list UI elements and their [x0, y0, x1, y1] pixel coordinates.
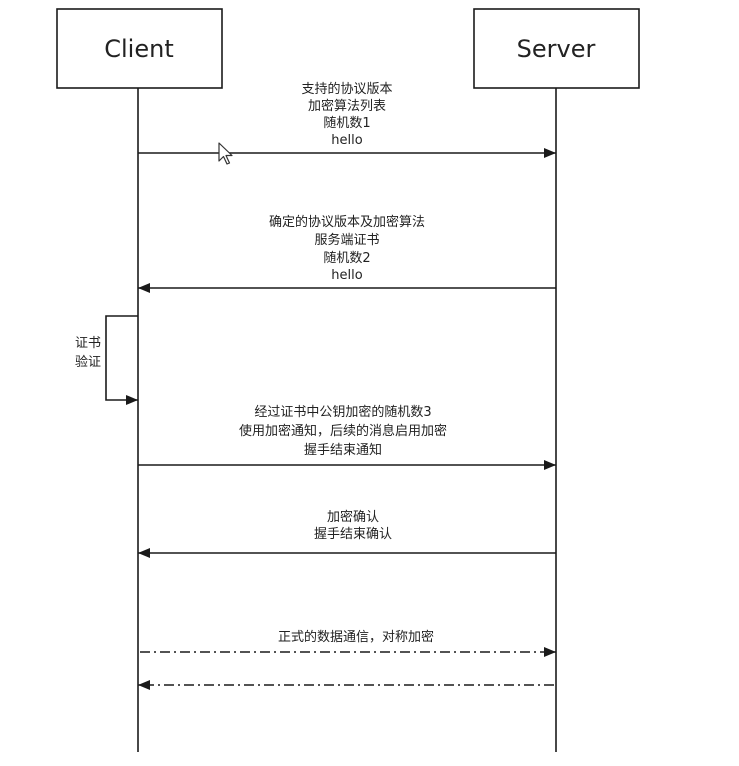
message-text-line: 随机数1: [323, 116, 370, 131]
self-loop-text-line: 证书: [75, 336, 101, 351]
message-text-line: hello: [331, 133, 362, 148]
message-client-hello: 支持的协议版本 加密算法列表 随机数1 hello: [138, 81, 556, 158]
message-text-line: 正式的数据通信，对称加密: [278, 629, 434, 645]
server-box: [473, 8, 640, 89]
message-text-line: hello: [331, 268, 362, 283]
message-text-line: 加密确认: [327, 509, 379, 525]
mouse-pointer-icon: [218, 142, 233, 165]
message-data-communication: 正式的数据通信，对称加密: [140, 629, 556, 657]
server-label: Server: [517, 35, 596, 63]
client-label: Client: [104, 35, 173, 63]
message-text-line: 经过证书中公钥加密的随机数3: [254, 404, 431, 420]
message-text-line: 使用加密通知，后续的消息启用加密: [239, 423, 447, 439]
message-certificate-verify: 证书 验证: [75, 315, 138, 405]
client-actor: Client: [56, 8, 223, 89]
message-text-line: 支持的协议版本: [301, 81, 392, 97]
client-box: [56, 8, 223, 89]
message-text-line: 服务端证书: [314, 232, 379, 248]
message-text-line: 确定的协议版本及加密算法: [269, 214, 425, 230]
message-key-exchange: 经过证书中公钥加密的随机数3 使用加密通知，后续的消息启用加密 握手结束通知: [138, 404, 556, 470]
self-loop-text-line: 验证: [75, 354, 101, 370]
message-server-hello: 确定的协议版本及加密算法 服务端证书 随机数2 hello: [138, 214, 556, 293]
message-text-line: 加密算法列表: [308, 98, 386, 114]
message-text-line: 随机数2: [323, 251, 370, 266]
message-text-line: 握手结束确认: [314, 527, 392, 542]
message-text-line: 握手结束通知: [304, 442, 382, 458]
self-loop-arrow: [105, 315, 138, 405]
server-actor: Server: [473, 8, 640, 89]
message-encryption-confirm: 加密确认 握手结束确认: [138, 509, 556, 558]
